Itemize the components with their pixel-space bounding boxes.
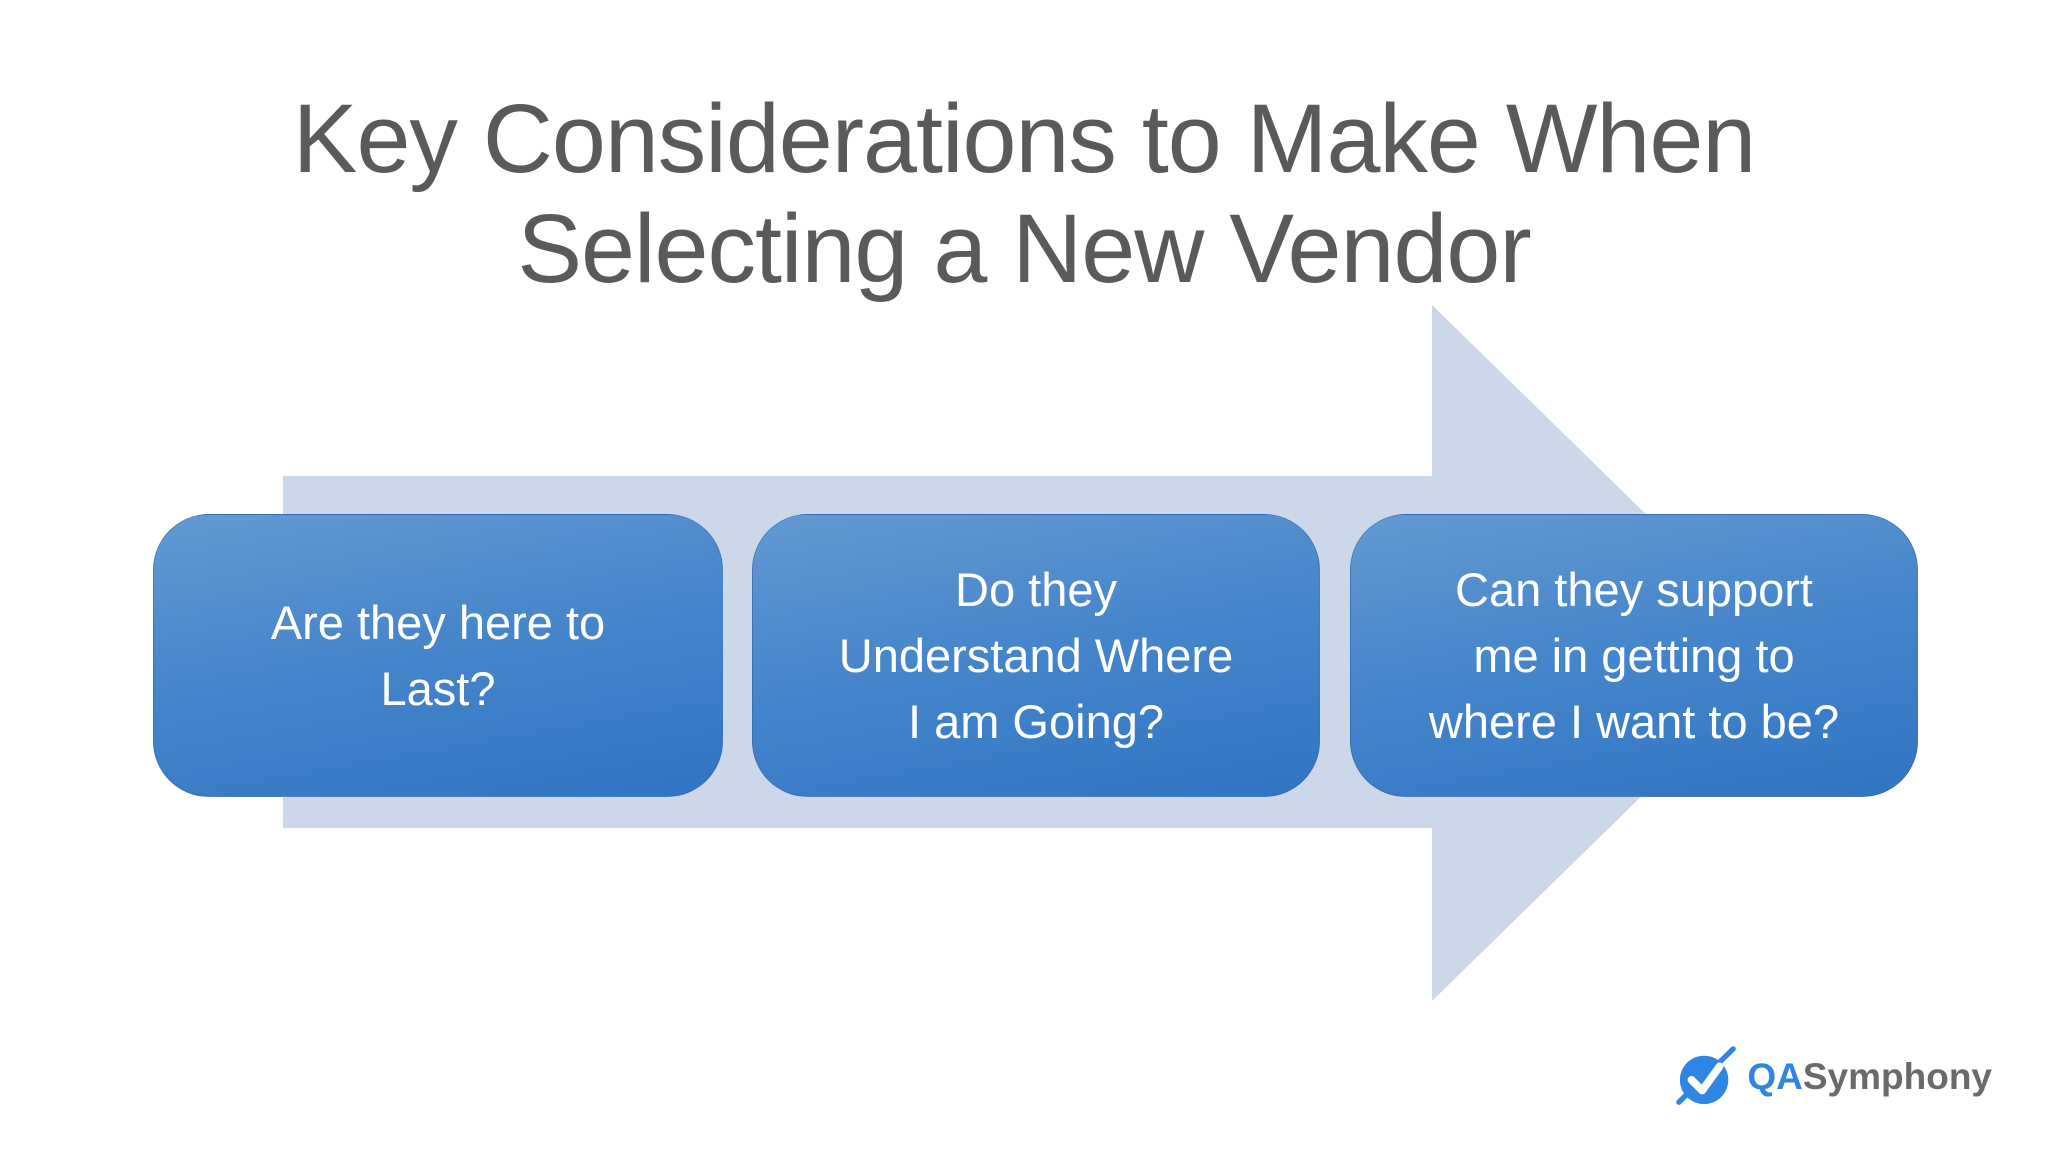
consideration-box-text: Are they here to Last?: [271, 590, 605, 722]
logo-text-symphony: Symphony: [1802, 1056, 1992, 1097]
box-text-line: Do they: [955, 562, 1117, 616]
page-title: Key Considerations to Make When Selectin…: [0, 84, 2048, 304]
consideration-box-support: Can they support me in getting to where …: [1350, 514, 1918, 797]
box-text-line: Can they support: [1455, 562, 1813, 616]
box-text-line: me in getting to: [1473, 628, 1795, 682]
consideration-box-understanding: Do they Understand Where I am Going?: [752, 514, 1320, 797]
box-text-line: Are they here to: [270, 595, 606, 649]
title-line-2: Selecting a New Vendor: [517, 194, 1531, 303]
title-line-1: Key Considerations to Make When: [292, 84, 1756, 193]
logo-text-qa: QA: [1747, 1056, 1803, 1097]
consideration-box-text: Do they Understand Where I am Going?: [839, 557, 1233, 755]
qasymphony-checkmark-icon: [1676, 1046, 1738, 1108]
qasymphony-logo: QASymphony: [1676, 1046, 1992, 1108]
logo-wordmark: QASymphony: [1747, 1056, 1992, 1098]
box-text-line: Understand Where: [838, 628, 1234, 682]
box-text-line: I am Going?: [907, 694, 1164, 748]
box-text-line: Last?: [380, 661, 496, 715]
consideration-box-longevity: Are they here to Last?: [153, 514, 723, 797]
box-text-line: where I want to be?: [1428, 694, 1840, 748]
consideration-box-text: Can they support me in getting to where …: [1429, 557, 1839, 755]
